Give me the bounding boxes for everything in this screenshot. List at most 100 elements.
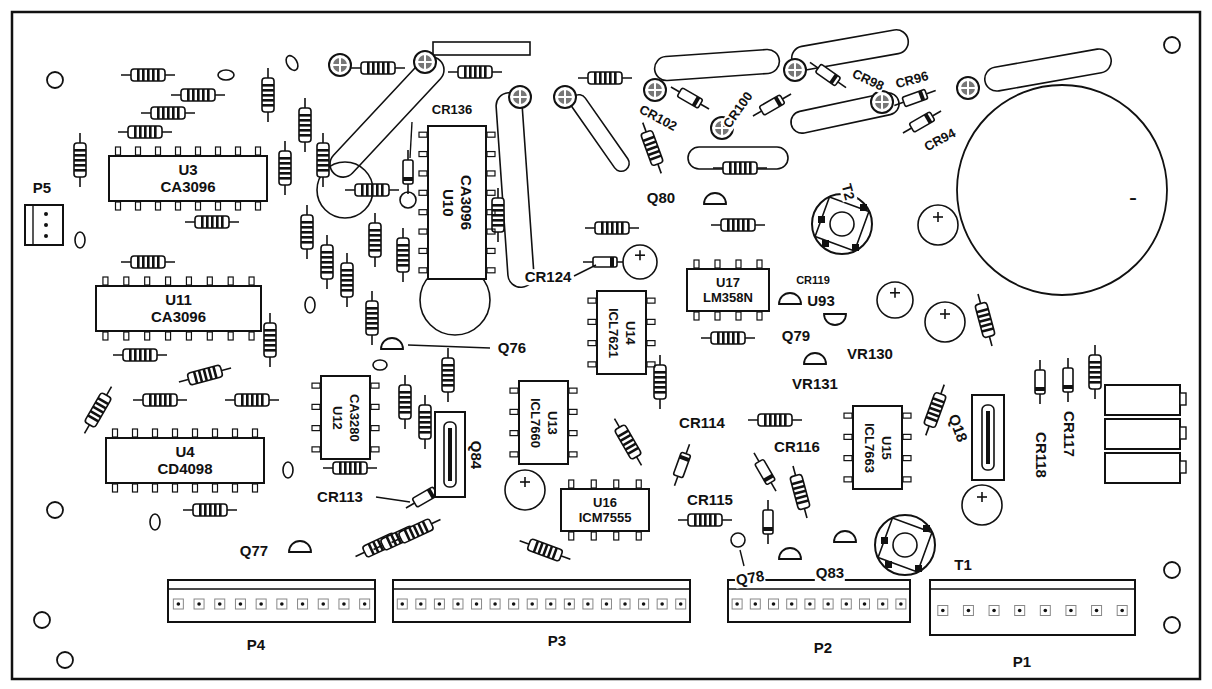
resistor-symbol	[377, 62, 380, 74]
resistor-symbol	[723, 162, 757, 174]
resistor-symbol	[317, 169, 329, 172]
component-label: Q83	[815, 565, 845, 581]
connector-header	[605, 602, 609, 606]
resistor-symbol	[419, 426, 431, 429]
resistor-symbol	[931, 402, 943, 409]
resistor-symbol	[279, 151, 291, 185]
connector-header	[512, 602, 516, 606]
power-transistor-outline	[435, 412, 465, 497]
test-pad	[333, 58, 347, 72]
test-pad	[509, 86, 531, 108]
connector-header	[419, 602, 423, 606]
terminal-block	[1105, 419, 1186, 449]
resistor-symbol	[262, 78, 274, 112]
resistor-symbol	[171, 89, 225, 101]
resistor-symbol	[85, 387, 112, 434]
diode-symbol	[677, 88, 703, 109]
mounting-hole	[47, 502, 63, 518]
resistor-symbol	[301, 226, 313, 229]
resistor-symbol	[366, 317, 378, 320]
connector-header	[941, 609, 945, 613]
ic-pins	[116, 202, 121, 210]
resistor-symbol	[797, 499, 809, 505]
resistor-symbol	[606, 222, 609, 234]
transistor-outline	[824, 314, 846, 325]
component-label: CR136	[431, 103, 473, 117]
connector-header	[938, 606, 948, 616]
electrolytic-capacitor	[937, 212, 939, 222]
resistor-symbol	[1089, 355, 1101, 389]
resistor-symbol	[654, 355, 666, 409]
mounting-hole	[57, 652, 73, 668]
resistor-symbol	[341, 274, 353, 277]
ic-pins	[419, 248, 427, 253]
slot-outline	[790, 28, 910, 72]
terminal-block	[1105, 453, 1180, 483]
resistor-symbol	[711, 219, 765, 231]
test-pad	[554, 86, 576, 108]
resistor-symbol	[202, 89, 205, 101]
resistor-symbol	[729, 162, 732, 174]
ic-pins	[156, 202, 161, 210]
connector-header	[1069, 609, 1073, 613]
transistor-outline	[834, 531, 856, 542]
resistor-symbol	[74, 154, 86, 157]
ic-pins	[903, 456, 911, 461]
electrolytic-capacitor	[877, 282, 913, 318]
test-pad	[784, 59, 806, 81]
ic-pins	[510, 452, 518, 457]
resistor-symbol	[654, 371, 666, 374]
diode-symbol	[668, 83, 711, 114]
test-pad	[788, 63, 802, 77]
electrolytic-capacitor	[623, 245, 657, 279]
diode-symbol	[403, 160, 413, 184]
ic-pins	[844, 477, 852, 482]
ic-pins	[236, 202, 241, 210]
connector-header	[878, 599, 888, 609]
resistor-symbol	[747, 219, 750, 231]
resistor-symbol	[980, 322, 992, 328]
ic-reference: U13	[545, 411, 559, 435]
connector-header	[393, 580, 690, 622]
resistor-symbol	[369, 229, 381, 232]
resistor-symbol	[207, 367, 213, 379]
ic-pins	[647, 362, 655, 367]
connector-header	[301, 602, 305, 606]
ic-pins	[103, 332, 108, 340]
connector-header	[863, 602, 867, 606]
resistor-symbol	[585, 222, 639, 234]
ic-pins	[588, 362, 596, 367]
resistor-symbol	[784, 414, 787, 426]
resistor-symbol	[727, 219, 730, 231]
ic-pins	[757, 260, 762, 268]
mounting-hole	[1164, 37, 1180, 53]
resistor-symbol	[649, 154, 661, 161]
test-pad	[329, 54, 351, 76]
resistor-symbol	[721, 219, 755, 231]
diode-symbol	[903, 111, 941, 133]
ic-pins	[510, 388, 518, 393]
resistor-symbol	[643, 136, 655, 143]
ic-pins	[312, 426, 320, 431]
resistor-symbol	[204, 504, 207, 516]
component-label: P2	[813, 640, 833, 656]
leader-line	[376, 497, 410, 502]
resistor-symbol	[164, 394, 167, 406]
trimmer-outline	[893, 533, 917, 557]
connector-header	[298, 599, 308, 609]
ic-pins	[193, 429, 198, 437]
resistor-symbol	[551, 547, 558, 559]
resistor-symbol	[74, 143, 86, 177]
ceramic-capacitor	[75, 232, 85, 248]
resistor-symbol	[279, 162, 291, 165]
connector-header	[173, 599, 183, 609]
outline-circle	[731, 533, 745, 547]
component-label: Q79	[781, 328, 811, 344]
resistor-symbol	[172, 107, 175, 119]
ic-package: U11CA3096	[95, 285, 262, 332]
board-outline	[12, 12, 1200, 679]
connector-header	[639, 599, 649, 609]
ic-pins	[844, 413, 852, 418]
resistor-symbol	[744, 162, 747, 174]
